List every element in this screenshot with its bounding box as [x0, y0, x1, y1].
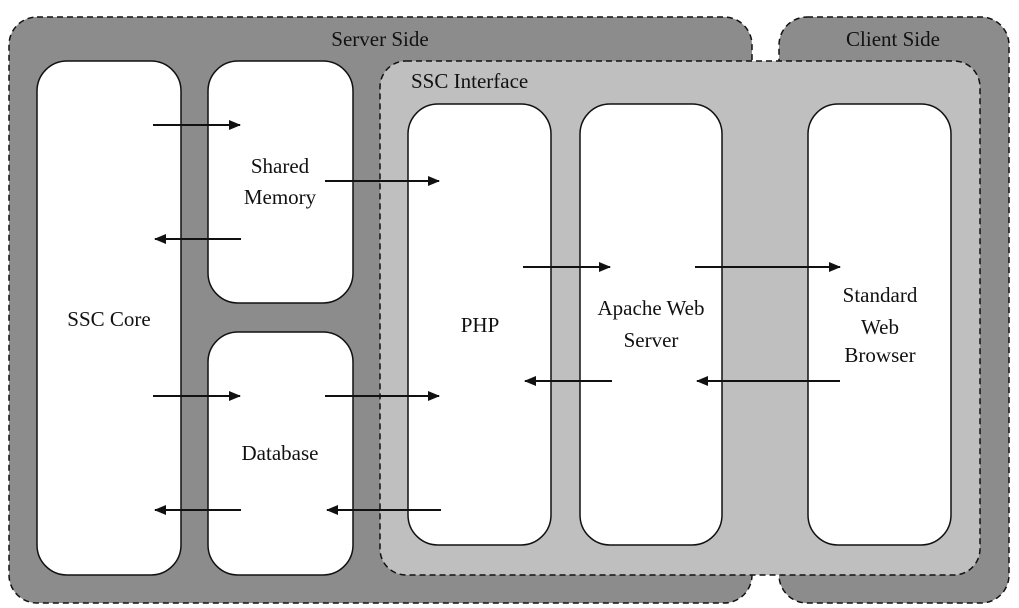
client-side-label: Client Side	[846, 27, 940, 51]
browser-label-line3: Browser	[844, 343, 915, 367]
browser-label-line2: Web	[861, 315, 899, 339]
server-side-label: Server Side	[331, 27, 428, 51]
php-box	[407, 103, 552, 546]
apache-label-line1: Apache Web	[598, 296, 705, 320]
shared-memory-label-line2: Memory	[244, 185, 317, 209]
apache-label-line2: Server	[624, 328, 679, 352]
php-label: PHP	[461, 313, 500, 337]
shared-memory-label-line1: Shared	[251, 154, 310, 178]
ssc-core-box	[36, 60, 182, 576]
ssc-interface-label: SSC Interface	[411, 69, 528, 93]
browser-box	[807, 103, 952, 546]
database-box	[207, 331, 354, 576]
apache-box	[579, 103, 723, 546]
browser-label-line1: Standard	[843, 283, 918, 307]
database-label: Database	[242, 441, 319, 465]
ssc-core-label: SSC Core	[67, 307, 150, 331]
